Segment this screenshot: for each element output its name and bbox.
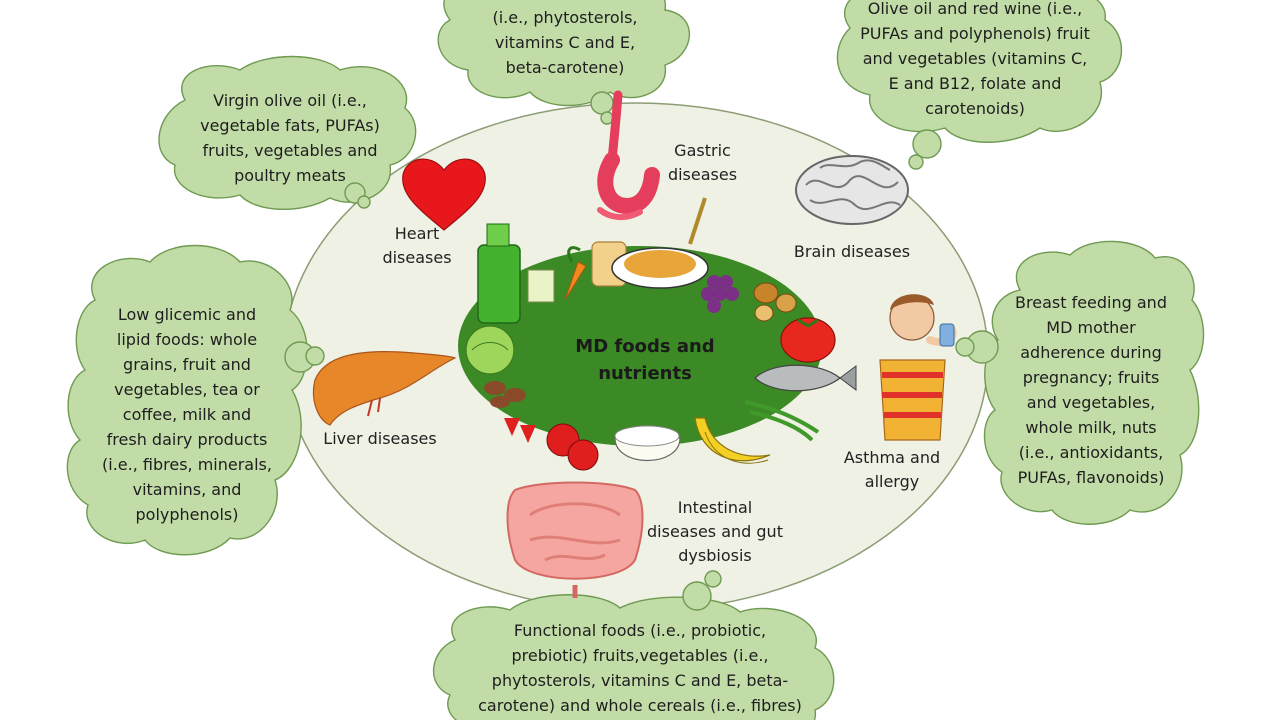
cloud-left-line-1: Low glicemic and — [117, 305, 257, 324]
stomach-icon — [597, 90, 660, 220]
cabbage-icon — [465, 325, 515, 375]
cloud-left-line-6: fresh dairy products — [106, 430, 268, 449]
label-intestinal-diseases: Intestinal diseases and gut dysbiosis — [636, 496, 794, 568]
cloud-text-left: Low glicemic and lipid foods: whole grai… — [82, 302, 292, 527]
cloud-top-left-line-3: fruits, vegetables and — [202, 141, 378, 160]
cloud-text-top-right: Olive oil and red wine (i.e., PUFAs and … — [845, 0, 1105, 121]
cloud-bottom — [433, 570, 835, 720]
cloud-top-right-line-3: and vegetables (vitamins C, — [862, 49, 1088, 68]
nuts-icon — [753, 282, 797, 322]
mushrooms-icon — [484, 381, 526, 408]
label-liver-line-1: Liver diseases — [323, 429, 437, 448]
cloud-right-line-7: (i.e., antioxidants, — [1018, 443, 1164, 462]
cloud-top-right-line-5: carotenoids) — [925, 99, 1025, 118]
label-liver-diseases: Liver diseases — [315, 427, 445, 451]
label-brain-line-1: Brain diseases — [793, 242, 911, 261]
label-asthma-line-2: allergy — [864, 472, 920, 491]
label-gastric-line-1: Gastric — [674, 141, 731, 160]
apples-icon — [546, 423, 599, 471]
cloud-left-line-8: vitamins, and — [132, 480, 242, 499]
cloud-top-right-line-2: PUFAs and polyphenols) fruit — [860, 24, 1090, 43]
cloud-bottom-line-1: Functional foods (i.e., probiotic, — [513, 621, 767, 640]
cloud-top-center — [437, 0, 691, 125]
label-heart-line-1: Heart — [394, 224, 440, 243]
pasta-plate-icon — [611, 197, 709, 289]
brain-icon — [795, 155, 909, 225]
intestine-icon — [506, 481, 644, 598]
cloud-right — [955, 240, 1205, 525]
cloud-text-top-center: (i.e., phytosterols, vitamins C and E, b… — [470, 5, 660, 80]
cloud-right-line-1: Breast feeding and — [1015, 293, 1167, 312]
cloud-text-top-left: Virgin olive oil (i.e., vegetable fats, … — [180, 88, 400, 188]
fish-icon — [754, 364, 857, 392]
cloud-left-line-7: (i.e., fibres, minerals, — [102, 455, 272, 474]
label-asthma-line-1: Asthma and — [843, 448, 941, 467]
cloud-left-line-3: grains, fruit and — [123, 355, 251, 374]
label-intestinal-line-2: diseases and gut — [647, 522, 783, 541]
heart-icon — [402, 158, 486, 231]
cloud-top-left-line-1: Virgin olive oil (i.e., — [213, 91, 367, 110]
center-title: MD foods and nutrients — [545, 333, 745, 387]
cloud-right-line-4: pregnancy; fruits — [1022, 368, 1160, 387]
olive-oil-bottle-icon — [477, 223, 555, 324]
tomato-icon — [780, 317, 836, 363]
liver-vessel — [367, 397, 381, 417]
cloud-top-left-line-2: vegetable fats, PUFAs) — [200, 116, 380, 135]
label-heart-line-2: diseases — [382, 248, 452, 267]
cloud-right-line-5: and vegetables, — [1026, 393, 1156, 412]
rice-bowl-icon — [614, 425, 681, 462]
center-title-line-1: MD foods and — [575, 336, 715, 357]
label-asthma-allergy: Asthma and allergy — [832, 446, 952, 494]
grapes-icon — [701, 275, 739, 313]
cloud-right-line-6: whole milk, nuts — [1025, 418, 1157, 437]
cloud-left-line-4: vegetables, tea or — [114, 380, 260, 399]
carrot-icon — [564, 246, 587, 301]
liver-icon — [312, 351, 457, 426]
cloud-top-right — [836, 0, 1122, 170]
cloud-text-bottom: Functional foods (i.e., probiotic, prebi… — [470, 618, 810, 718]
cloud-right-line-2: MD mother — [1046, 318, 1136, 337]
cloud-top-center-line-1: (i.e., phytosterols, — [492, 8, 638, 27]
cloud-bottom-line-3: phytosterols, vitamins C and E, beta- — [491, 671, 789, 690]
cloud-right-line-3: adherence during — [1020, 343, 1162, 362]
center-title-line-2: nutrients — [598, 363, 692, 384]
banana-icon — [694, 417, 771, 464]
cloud-top-right-line-4: E and B12, folate and — [888, 74, 1062, 93]
cloud-top-left-line-4: poultry meats — [234, 166, 346, 185]
label-intestinal-line-1: Intestinal — [677, 498, 753, 517]
label-gastric-line-2: diseases — [667, 165, 738, 184]
label-intestinal-line-3: dysbiosis — [678, 546, 752, 565]
strawberries-icon — [504, 418, 536, 443]
cloud-left-line-9: polyphenols) — [135, 505, 239, 524]
cloud-top-left — [158, 55, 417, 211]
asthma-boy-icon — [879, 294, 957, 441]
cloud-top-center-line-3: beta-carotene) — [505, 58, 625, 77]
cloud-bottom-line-2: prebiotic) fruits,vegetables (i.e., — [511, 646, 769, 665]
green-beans-icon — [744, 400, 820, 442]
cloud-right-line-8: PUFAs, flavonoids) — [1017, 468, 1165, 487]
cloud-top-center-line-2: vitamins C and E, — [494, 33, 636, 52]
label-gastric-diseases: Gastric diseases — [655, 139, 750, 187]
cloud-text-right: Breast feeding and MD mother adherence d… — [1000, 290, 1182, 490]
cloud-left-line-2: lipid foods: whole — [116, 330, 258, 349]
label-brain-diseases: Brain diseases — [782, 240, 922, 264]
label-heart-diseases: Heart diseases — [372, 222, 462, 270]
cloud-left-line-5: coffee, milk and — [122, 405, 252, 424]
cloud-left — [66, 244, 325, 556]
cloud-bottom-line-4: carotene) and whole cereals (i.e., fibre… — [478, 696, 802, 715]
cloud-top-right-line-1: Olive oil and red wine (i.e., — [867, 0, 1083, 18]
